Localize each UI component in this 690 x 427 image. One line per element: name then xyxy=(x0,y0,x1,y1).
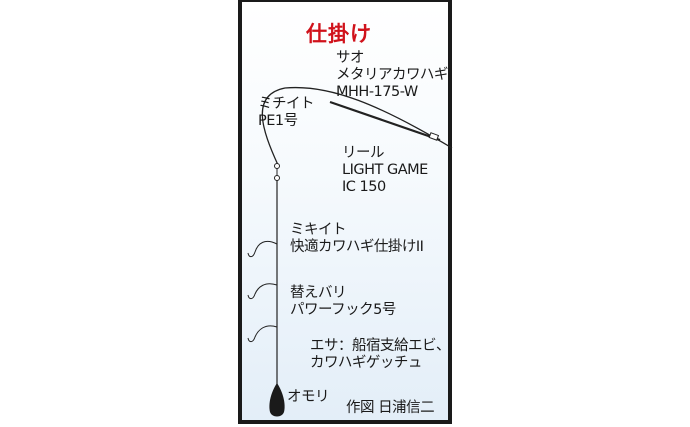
hook-label: 替えバリ xyxy=(290,285,347,301)
bait-line-2: カワハギゲッチュ xyxy=(310,355,422,371)
hook-icon xyxy=(247,240,278,343)
reel-seat xyxy=(428,132,440,141)
rod-and-line xyxy=(261,86,453,166)
diagram-title: 仕掛け xyxy=(306,22,372,46)
leader-label: ミキイト xyxy=(290,222,347,238)
bait-line-1: エサ：船宿支給エビ、 xyxy=(310,338,451,354)
swivel-icon xyxy=(274,163,280,169)
reel-model: IC 150 xyxy=(342,179,386,195)
rod-name: メタリアカワハギ xyxy=(336,67,448,83)
credit: 作図 日浦信二 xyxy=(346,400,435,416)
rod-tip xyxy=(329,100,441,142)
rod-label: サオ xyxy=(336,50,365,66)
diagram-frame xyxy=(238,0,452,424)
mainline-spec: PE1号 xyxy=(258,113,298,129)
rod-model: MHH-175-W xyxy=(336,84,418,100)
leader-spec: 快適カワハギ仕掛けII xyxy=(290,239,424,255)
mainline-label: ミチイト xyxy=(258,96,315,112)
hook-spec: パワーフック5号 xyxy=(290,302,396,318)
reel-label: リール xyxy=(342,145,385,161)
reel-name: LIGHT GAME xyxy=(342,162,428,178)
sinker-icon xyxy=(269,383,285,417)
sinker-label: オモリ xyxy=(287,389,330,405)
